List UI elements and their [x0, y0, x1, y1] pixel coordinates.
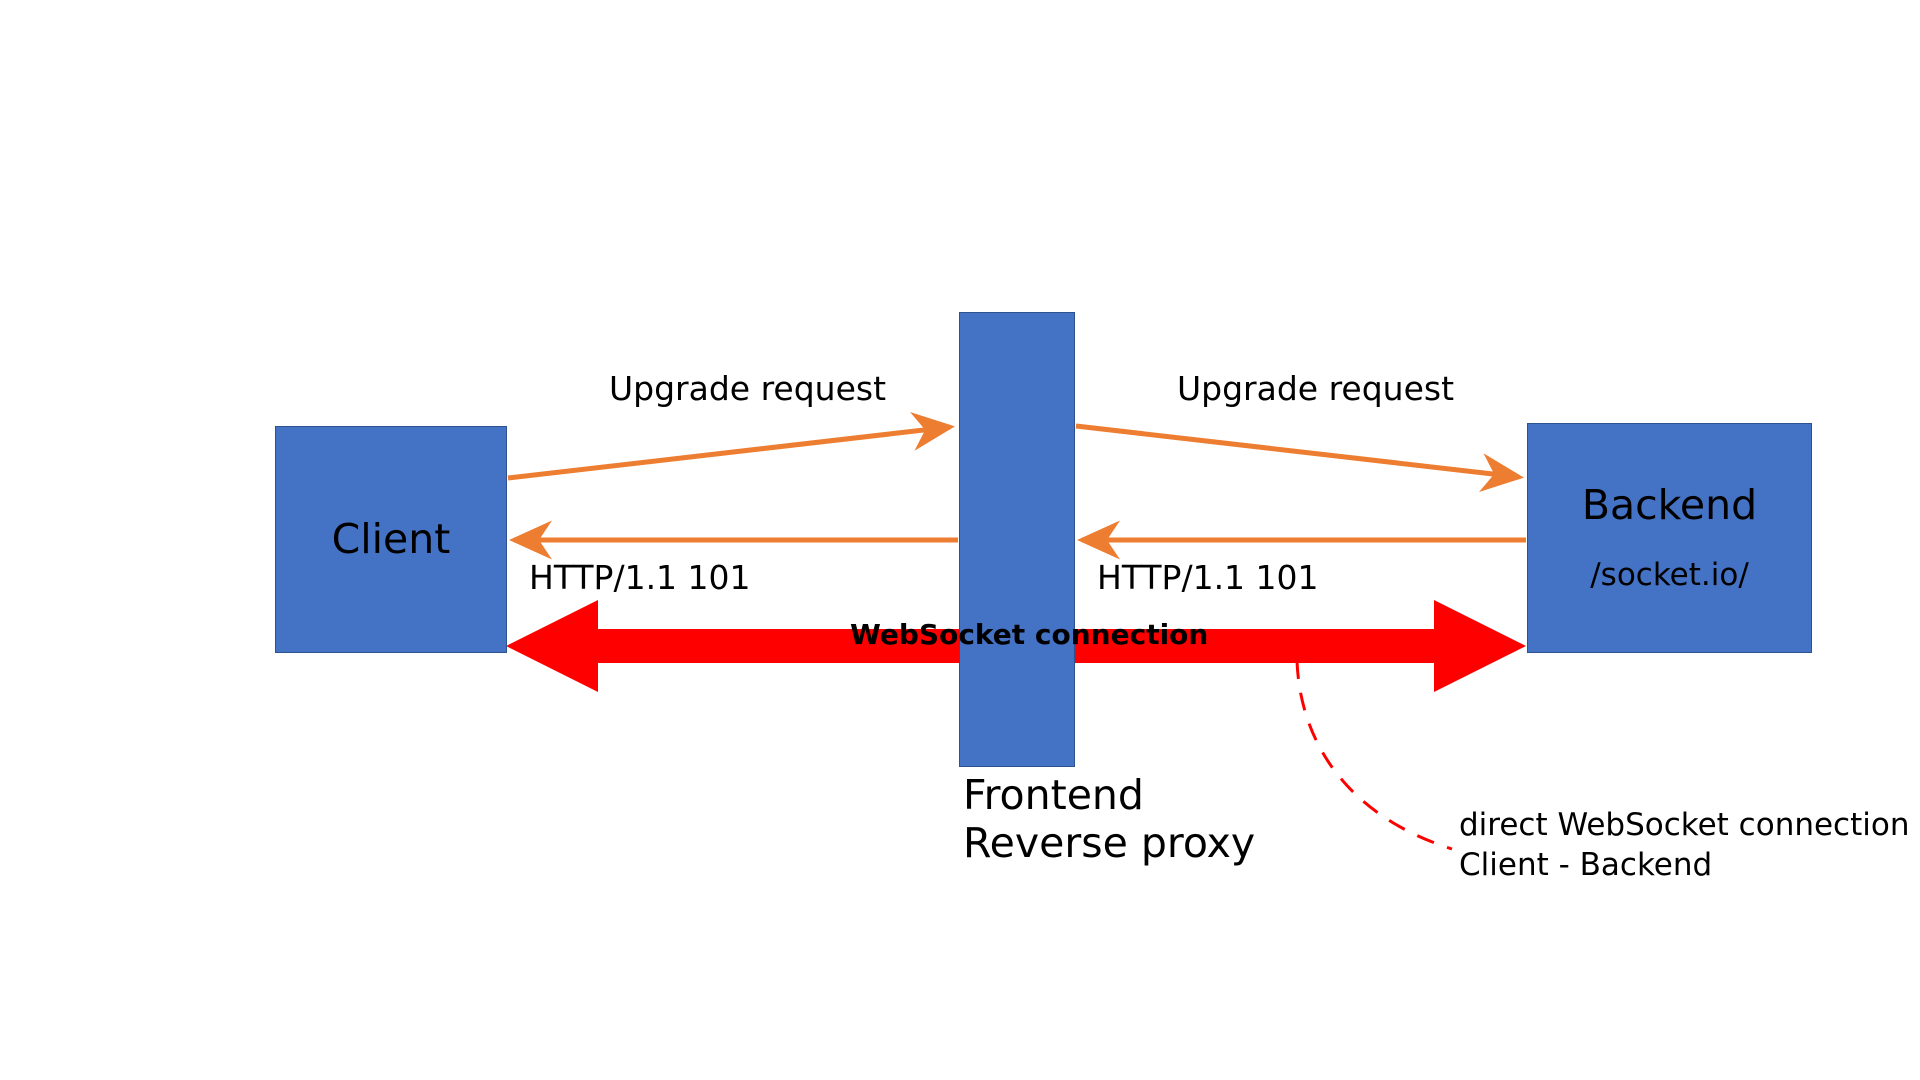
annotation-text: direct WebSocket connection Client - Bac… — [1459, 805, 1909, 886]
node-frontend-reverse-proxy[interactable] — [959, 312, 1075, 767]
edge-label-websocket: WebSocket connection — [850, 618, 1209, 651]
node-backend-sublabel: /socket.io/ — [1590, 556, 1749, 593]
node-client[interactable]: Client — [275, 426, 507, 653]
annotation-dashed-curve — [1295, 660, 1453, 851]
arrow-upgrade-client-to-frontend — [507, 411, 955, 481]
node-client-label: Client — [331, 514, 451, 563]
node-backend[interactable]: Backend /socket.io/ — [1527, 423, 1812, 653]
edge-label-upgrade-left: Upgrade request — [609, 369, 887, 408]
edge-label-http-left: HTTP/1.1 101 — [529, 558, 751, 597]
annotation-line2: Client - Backend — [1459, 847, 1713, 884]
node-frontend-caption: Frontend Reverse proxy — [963, 771, 1255, 868]
node-backend-label: Backend — [1581, 480, 1758, 529]
node-frontend-caption-line2: Reverse proxy — [963, 819, 1256, 868]
edge-label-http-right: HTTP/1.1 101 — [1097, 558, 1319, 597]
annotation-line1: direct WebSocket connection — [1459, 807, 1910, 843]
edge-label-upgrade-right: Upgrade request — [1177, 369, 1455, 408]
arrow-upgrade-frontend-to-backend — [1075, 423, 1524, 493]
node-frontend-caption-line1: Frontend — [963, 771, 1144, 819]
